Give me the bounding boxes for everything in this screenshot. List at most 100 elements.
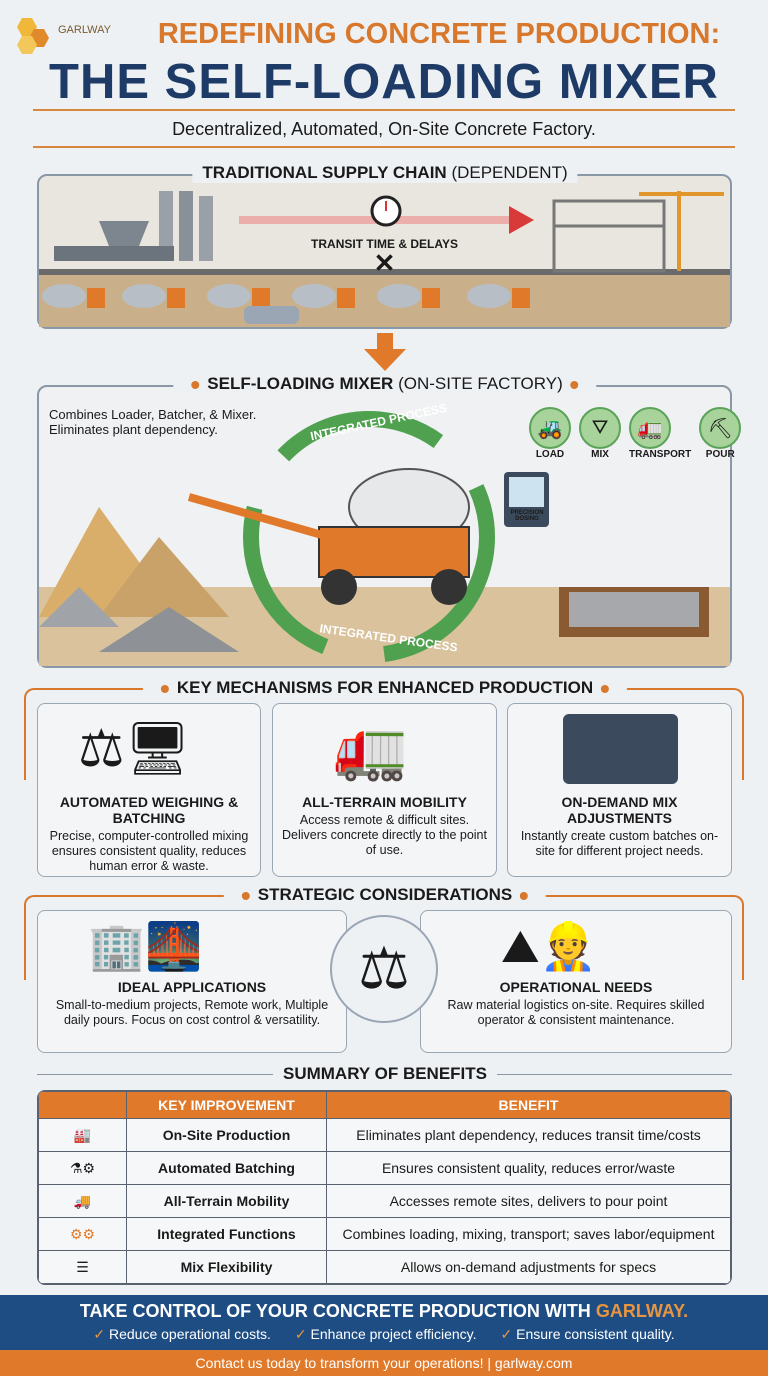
panel-text: Raw material logistics on-site. Requires… [447,998,705,1027]
card-text: Access remote & difficult sites. Deliver… [282,813,487,857]
header-icon [38,1091,127,1119]
cta-checks: ✓ Reduce operational costs. ✓ Enhance pr… [0,1326,768,1343]
building-bridge-icon: 🏢🌉 [88,920,203,972]
benefit-cell: Eliminates plant dependency, reduces tra… [326,1118,731,1152]
x-mark-icon: ✕ [373,248,396,278]
dot [601,684,610,693]
mechanism-card-mix: ON-DEMAND MIX ADJUSTMENTS Instantly creat… [507,703,732,877]
description-line-2: Eliminates plant dependency. [49,422,218,437]
improvement-cell: Integrated Functions [126,1217,327,1251]
self-loading-panel: Combines Loader, Batcher, & Mixer.Elimin… [37,385,742,668]
dot [520,891,529,900]
dot [570,380,579,389]
panel-title: IDEAL APPLICATIONS [117,979,267,995]
pour-icon: ⛏ [699,407,742,449]
cta-brand: GARLWAY. [595,1301,689,1321]
dot [160,684,169,693]
title-light: (ON-SITE FACTORY) [398,374,563,393]
truck-hill-icon: 🚚 [38,1184,127,1218]
benefit-cell: Accesses remote sites, delivers to pour … [326,1184,731,1218]
down-arrow-icon [364,333,406,371]
title-text: KEY MECHANISMS FOR ENHANCED PRODUCTION [176,678,594,697]
delay-label: TRANSIT TIME & DELAYS [311,237,458,251]
card-text: Instantly create custom batches on-site … [520,829,719,858]
sliders-icon: ☰ [38,1250,127,1284]
mixer-truck-icon: 🚛 [629,407,671,449]
divider [33,146,735,148]
panel-title: OPERATIONAL NEEDS [499,979,653,995]
garlway-logo-icon [17,18,49,54]
card-title: ON-DEMAND MIX ADJUSTMENTS [561,794,678,826]
dot [191,380,200,389]
flask-gear-icon: ⚗⚙ [38,1151,127,1185]
dot [241,891,250,900]
mechanisms-title: KEY MECHANISMS FOR ENHANCED PRODUCTION [142,678,628,698]
supply-chain-illustration [39,191,730,327]
improvement-cell: On-Site Production [126,1118,327,1152]
screen-label: PRECISION DOSING [510,510,544,522]
check-icon: ✓ [294,1326,311,1342]
card-title: ALL-TERRAIN MOBILITY [302,794,467,810]
logo-text: GARLWAY [58,24,111,36]
benefit-cell: Allows on-demand adjustments for specs [326,1250,731,1284]
ideal-applications-panel: 🏢🌉 IDEAL APPLICATIONS Small-to-medium pro… [37,910,347,1053]
step-label: LOAD [535,449,565,460]
check-item: ✓ Reduce operational costs. [93,1326,271,1343]
header-improvement: KEY IMPROVEMENT [126,1091,327,1119]
improvement-cell: Automated Batching [126,1151,327,1185]
description-line-1: Combines Loader, Batcher, & Mixer. [49,407,257,422]
improvement-cell: Mix Flexibility [126,1250,327,1284]
contact-link[interactable]: Contact us today to transform your opera… [0,1350,768,1376]
step-label: MIX [591,449,609,460]
check-item: ✓ Enhance project efficiency. [295,1326,477,1343]
hopper-icon: ⛛ [579,407,621,449]
factory-icon: 🏭 [38,1118,127,1152]
check-text: Reduce operational costs. [108,1326,271,1342]
panel-text: Small-to-medium projects, Remote work, M… [55,998,329,1027]
cta-banner: TAKE CONTROL OF YOUR CONCRETE PRODUCTION… [0,1295,768,1350]
step-pour: ⛏POUR [699,407,742,460]
self-loading-mixer-illustration [39,411,730,666]
card-title: AUTOMATED WEIGHING & BATCHING [59,794,239,826]
mixer-truck-icon: 🚛 [333,715,408,782]
subtitle: Decentralized, Automated, On-Site Concre… [172,119,596,139]
title-bold: TRADITIONAL SUPPLY CHAIN [202,163,447,182]
step-label: TRANSPORT [629,449,692,460]
balance-scale-icon: ⚖ [330,915,438,1023]
card-text: Precise, computer-controlled mixing ensu… [49,829,249,873]
step-load: 🚜LOAD [529,407,571,460]
check-text: Ensure consistent quality. [516,1326,675,1342]
title-line-1: REDEFINING CONCRETE PRODUCTION: [157,18,721,50]
self-loading-description: Combines Loader, Batcher, & Mixer.Elimin… [49,407,256,437]
header-benefit: BENEFIT [326,1091,731,1119]
mechanism-card-mobility: 🚛 ALL-TERRAIN MOBILITY Access remote & di… [272,703,497,877]
benefit-cell: Ensures consistent quality, reduces erro… [326,1151,731,1185]
loader-icon: 🚜 [529,407,571,449]
divider [33,109,735,111]
benefit-cell: Combines loading, mixing, transport; sav… [326,1217,731,1251]
check-text: Enhance project efficiency. [310,1326,477,1342]
title-bold: SELF-LOADING MIXER [207,374,394,393]
title-light: (DEPENDENT) [451,163,568,182]
page-title: THE SELF-LOADING MIXER [49,55,719,109]
title-text: STRATEGIC CONSIDERATIONS [257,885,513,904]
improvement-cell: All-Terrain Mobility [126,1184,327,1218]
check-icon: ✓ [93,1326,109,1342]
cta-heading: TAKE CONTROL OF YOUR CONCRETE PRODUCTION… [0,1301,768,1322]
cta-prefix: TAKE CONTROL OF YOUR CONCRETE PRODUCTION… [79,1301,591,1321]
traditional-title: TRADITIONAL SUPPLY CHAIN (DEPENDENT) [192,163,578,183]
check-item: ✓ Ensure consistent quality. [501,1326,675,1343]
self-loading-title: SELF-LOADING MIXER (ON-SITE FACTORY) [173,374,597,394]
gears-icon: ⚙⚙ [38,1217,127,1251]
strategic-title: STRATEGIC CONSIDERATIONS [223,885,547,905]
step-mix: ⛛MIX [579,407,621,460]
process-steps: 🚜LOAD ⛛MIX 🚛TRANSPORT ⛏POUR [529,407,742,460]
check-icon: ✓ [500,1326,517,1342]
